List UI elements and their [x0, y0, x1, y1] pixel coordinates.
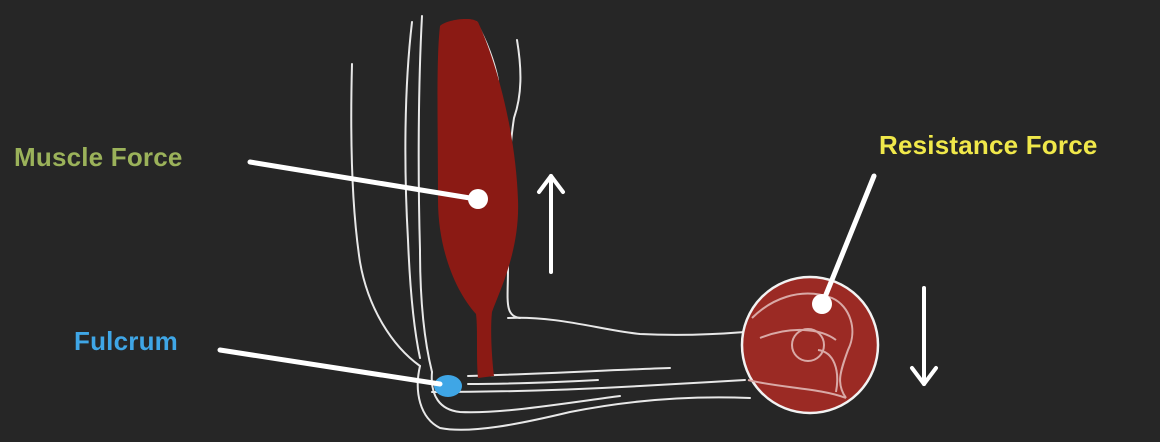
upper-arm-back-inner — [404, 21, 421, 359]
arrow-up-icon — [537, 174, 565, 274]
fulcrum-label: Fulcrum — [74, 326, 178, 356]
resistance-force-pointer-dot — [812, 294, 832, 314]
fulcrum-pointer — [217, 347, 443, 387]
forearm-bone-mid — [467, 379, 599, 385]
elbow-inner-outline — [430, 371, 621, 414]
upper-arm-back-inner-2 — [417, 15, 433, 373]
hand-grip-ring — [791, 328, 825, 362]
fulcrum-point — [434, 375, 462, 397]
forearm-top-outline — [507, 316, 746, 336]
muscle-force-pointer — [247, 159, 479, 202]
resistance-force-label: Resistance Force — [879, 130, 1098, 160]
elbow-outline — [416, 365, 751, 431]
upper-arm-back-outline — [350, 63, 421, 367]
resistance-weight-rim — [740, 275, 880, 415]
hand-outline — [751, 292, 854, 399]
muscle-force-label: Muscle Force — [14, 142, 183, 172]
forearm-bone-lower — [431, 379, 746, 393]
biceps-top-cap — [458, 19, 478, 26]
resistance-weight — [742, 277, 878, 413]
arrow-down-icon — [910, 286, 938, 386]
muscle-force-pointer-dot — [468, 189, 488, 209]
forearm-bone-upper — [467, 367, 671, 377]
resistance-force-pointer — [820, 173, 877, 305]
